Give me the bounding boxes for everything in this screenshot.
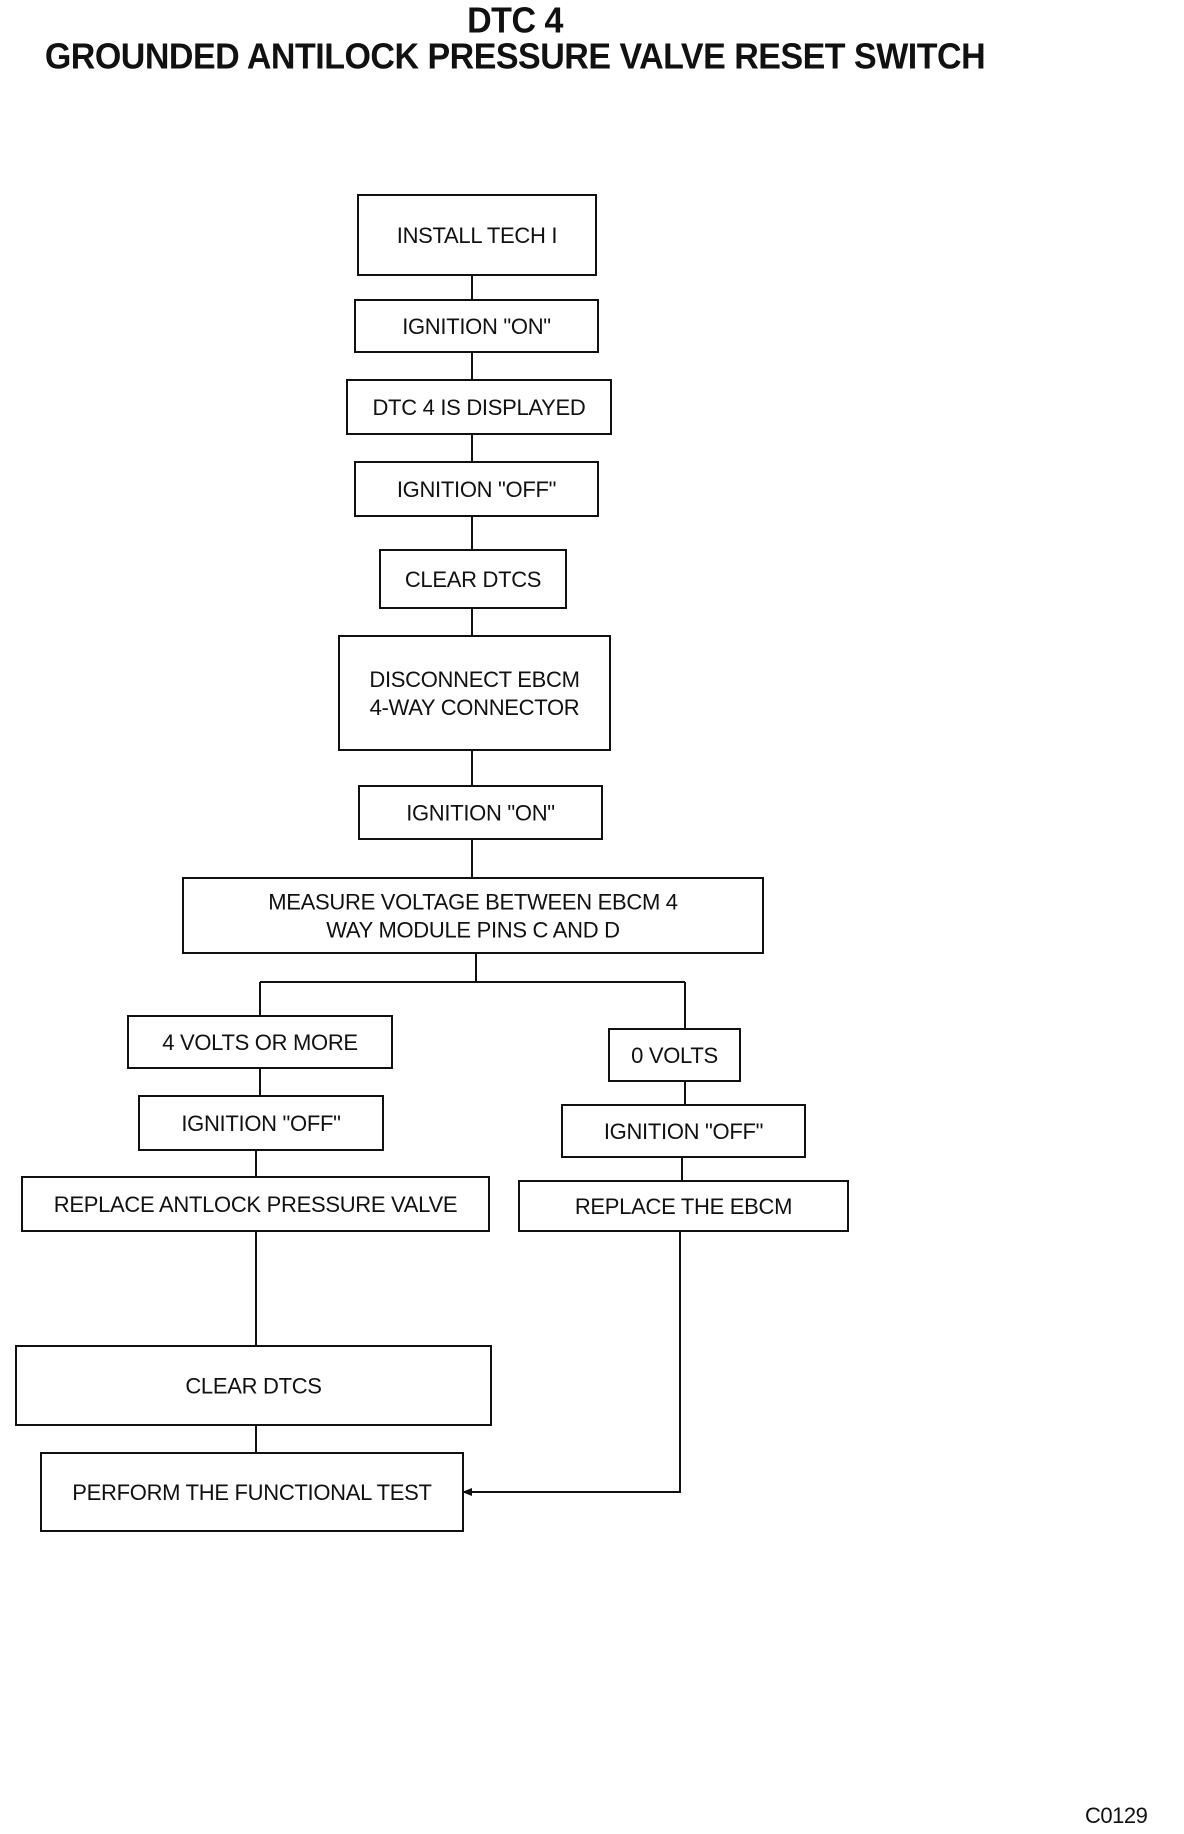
step-label: PERFORM THE FUNCTIONAL TEST — [72, 1480, 431, 1505]
step-label: WAY MODULE PINS C AND D — [326, 918, 619, 943]
diagram-title-line-2: GROUNDED ANTILOCK PRESSURE VALVE RESET S… — [44, 37, 986, 77]
step-label: 4-WAY CONNECTOR — [370, 695, 580, 720]
step-label: DTC 4 IS DISPLAYED — [372, 395, 585, 420]
step-ignition-off-left: IGNITION "OFF" — [138, 1095, 384, 1151]
step-functional-test: PERFORM THE FUNCTIONAL TEST — [40, 1452, 464, 1532]
step-clear-dtcs-2: CLEAR DTCS — [15, 1345, 492, 1426]
step-label: IGNITION "OFF" — [181, 1111, 340, 1136]
step-four-volts: 4 VOLTS OR MORE — [127, 1015, 393, 1069]
step-label: IGNITION "OFF" — [604, 1119, 763, 1144]
step-label: IGNITION "OFF" — [397, 477, 556, 502]
step-disconnect-ebcm: DISCONNECT EBCM 4-WAY CONNECTOR — [338, 635, 611, 751]
step-replace-ebcm: REPLACE THE EBCM — [518, 1180, 849, 1232]
connector-line — [462, 1231, 681, 1496]
step-label: IGNITION "ON" — [406, 801, 555, 826]
step-label: CLEAR DTCS — [405, 567, 541, 592]
step-label: REPLACE THE EBCM — [575, 1194, 792, 1219]
step-ignition-on-2: IGNITION "ON" — [358, 785, 603, 840]
step-ignition-off-1: IGNITION "OFF" — [354, 461, 599, 517]
step-dtc-displayed: DTC 4 IS DISPLAYED — [346, 379, 612, 435]
step-ignition-on-1: IGNITION "ON" — [354, 299, 599, 353]
step-label: 0 VOLTS — [631, 1043, 718, 1068]
step-install-tech: INSTALL TECH I — [357, 194, 597, 276]
step-label: INSTALL TECH I — [397, 223, 557, 248]
step-label: IGNITION "ON" — [402, 314, 551, 339]
step-zero-volts: 0 VOLTS — [608, 1028, 741, 1082]
step-measure-voltage: MEASURE VOLTAGE BETWEEN EBCM 4 WAY MODULE… — [182, 877, 764, 954]
step-label: CLEAR DTCS — [185, 1374, 321, 1399]
step-label: 4 VOLTS OR MORE — [162, 1030, 358, 1055]
step-replace-valve: REPLACE ANTLOCK PRESSURE VALVE — [21, 1176, 490, 1232]
step-ignition-off-right: IGNITION "OFF" — [561, 1104, 806, 1158]
step-label: REPLACE ANTLOCK PRESSURE VALVE — [54, 1192, 457, 1217]
step-clear-dtcs-1: CLEAR DTCS — [379, 549, 567, 609]
figure-id: C0129 — [1085, 1803, 1148, 1828]
diagram-title-line-1: DTC 4 — [467, 1, 563, 41]
step-label: MEASURE VOLTAGE BETWEEN EBCM 4 — [268, 890, 678, 915]
step-label: DISCONNECT EBCM — [369, 667, 579, 692]
